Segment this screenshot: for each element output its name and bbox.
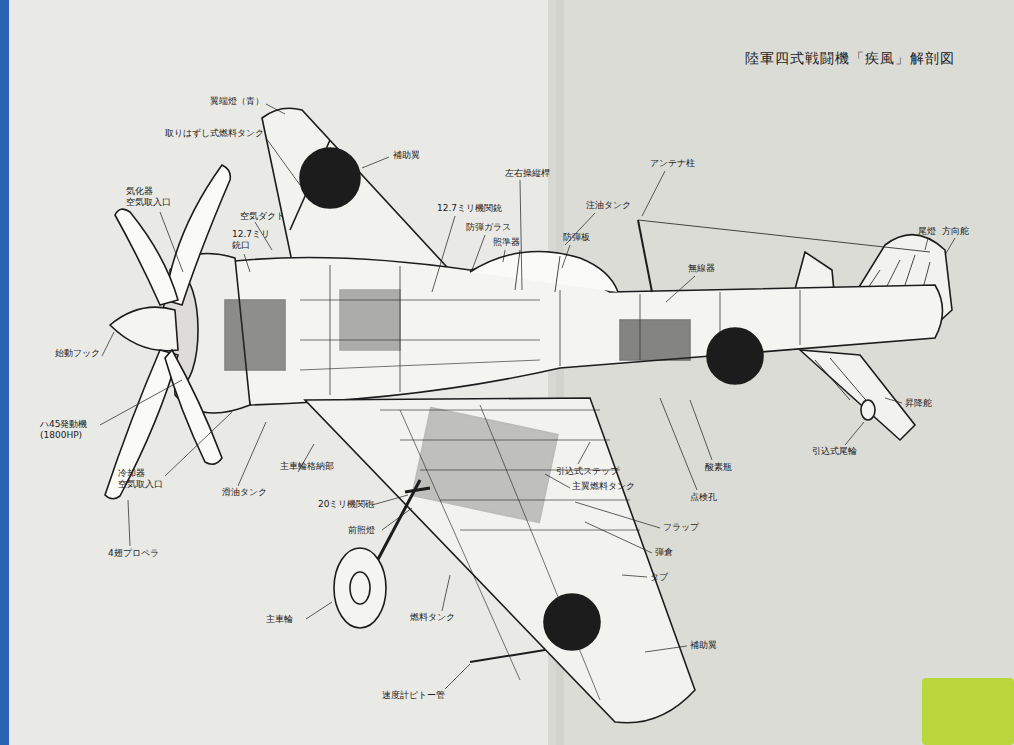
part-label: ハ45発動機 (1800HP) (40, 419, 106, 442)
part-label: 翼端燈（青） (210, 96, 264, 107)
part-label: 主車輪格納部 (280, 461, 334, 472)
sticker (922, 678, 1014, 745)
part-label: 20ミリ機関砲 (318, 499, 374, 510)
part-label: 燃料タンク (410, 612, 455, 623)
part-label: タブ (650, 572, 668, 583)
part-label: 無線器 (688, 263, 715, 274)
part-label: 12.7ミリ 銃口 (232, 229, 272, 252)
part-label: 左右操縦桿 (505, 168, 550, 179)
part-label: 4翅プロペラ (108, 548, 159, 559)
part-label: 12.7ミリ機関銃 (437, 203, 502, 214)
leader-lines (100, 104, 955, 689)
part-label: 防弾ガラス (466, 222, 511, 233)
part-label: 照準器 (493, 237, 520, 248)
part-label: 滑油タンク (222, 487, 267, 498)
part-label: 主翼燃料タンク (572, 481, 635, 492)
part-label: アンテナ柱 (650, 158, 695, 169)
part-label: フラップ (663, 522, 699, 533)
part-label: 引込式尾輪 (812, 446, 857, 457)
part-label: 昇降舵 (905, 398, 932, 409)
part-label: 補助翼 (690, 640, 717, 651)
part-label: 空気ダクト (240, 211, 285, 222)
part-label: 主車輪 (266, 614, 293, 625)
part-label: 気化器 空気取入口 (126, 186, 174, 209)
part-label: 補助翼 (393, 150, 420, 161)
part-label: 始動フック (55, 348, 100, 359)
part-label: 弾倉 (655, 547, 673, 558)
part-label: 速度計ピトー管 (382, 690, 445, 701)
part-label: 点検孔 (690, 492, 717, 503)
part-label: 方向舵 (942, 226, 969, 237)
part-label: 前照燈 (348, 525, 375, 536)
part-label: 尾燈 (918, 226, 936, 237)
part-label: 取りはずし式燃料タンク (165, 128, 264, 139)
part-label: 注油タンク (586, 200, 631, 211)
page-title: 陸軍四式戦闘機「疾風」解剖図 (745, 50, 955, 68)
part-label: 冷却器 空気取入口 (118, 468, 174, 491)
part-label: 引込式ステップ (556, 466, 619, 477)
part-label: 防弾板 (563, 232, 590, 243)
part-label: 酸素瓶 (705, 462, 732, 473)
aircraft (105, 108, 952, 723)
book-edge (0, 0, 9, 745)
